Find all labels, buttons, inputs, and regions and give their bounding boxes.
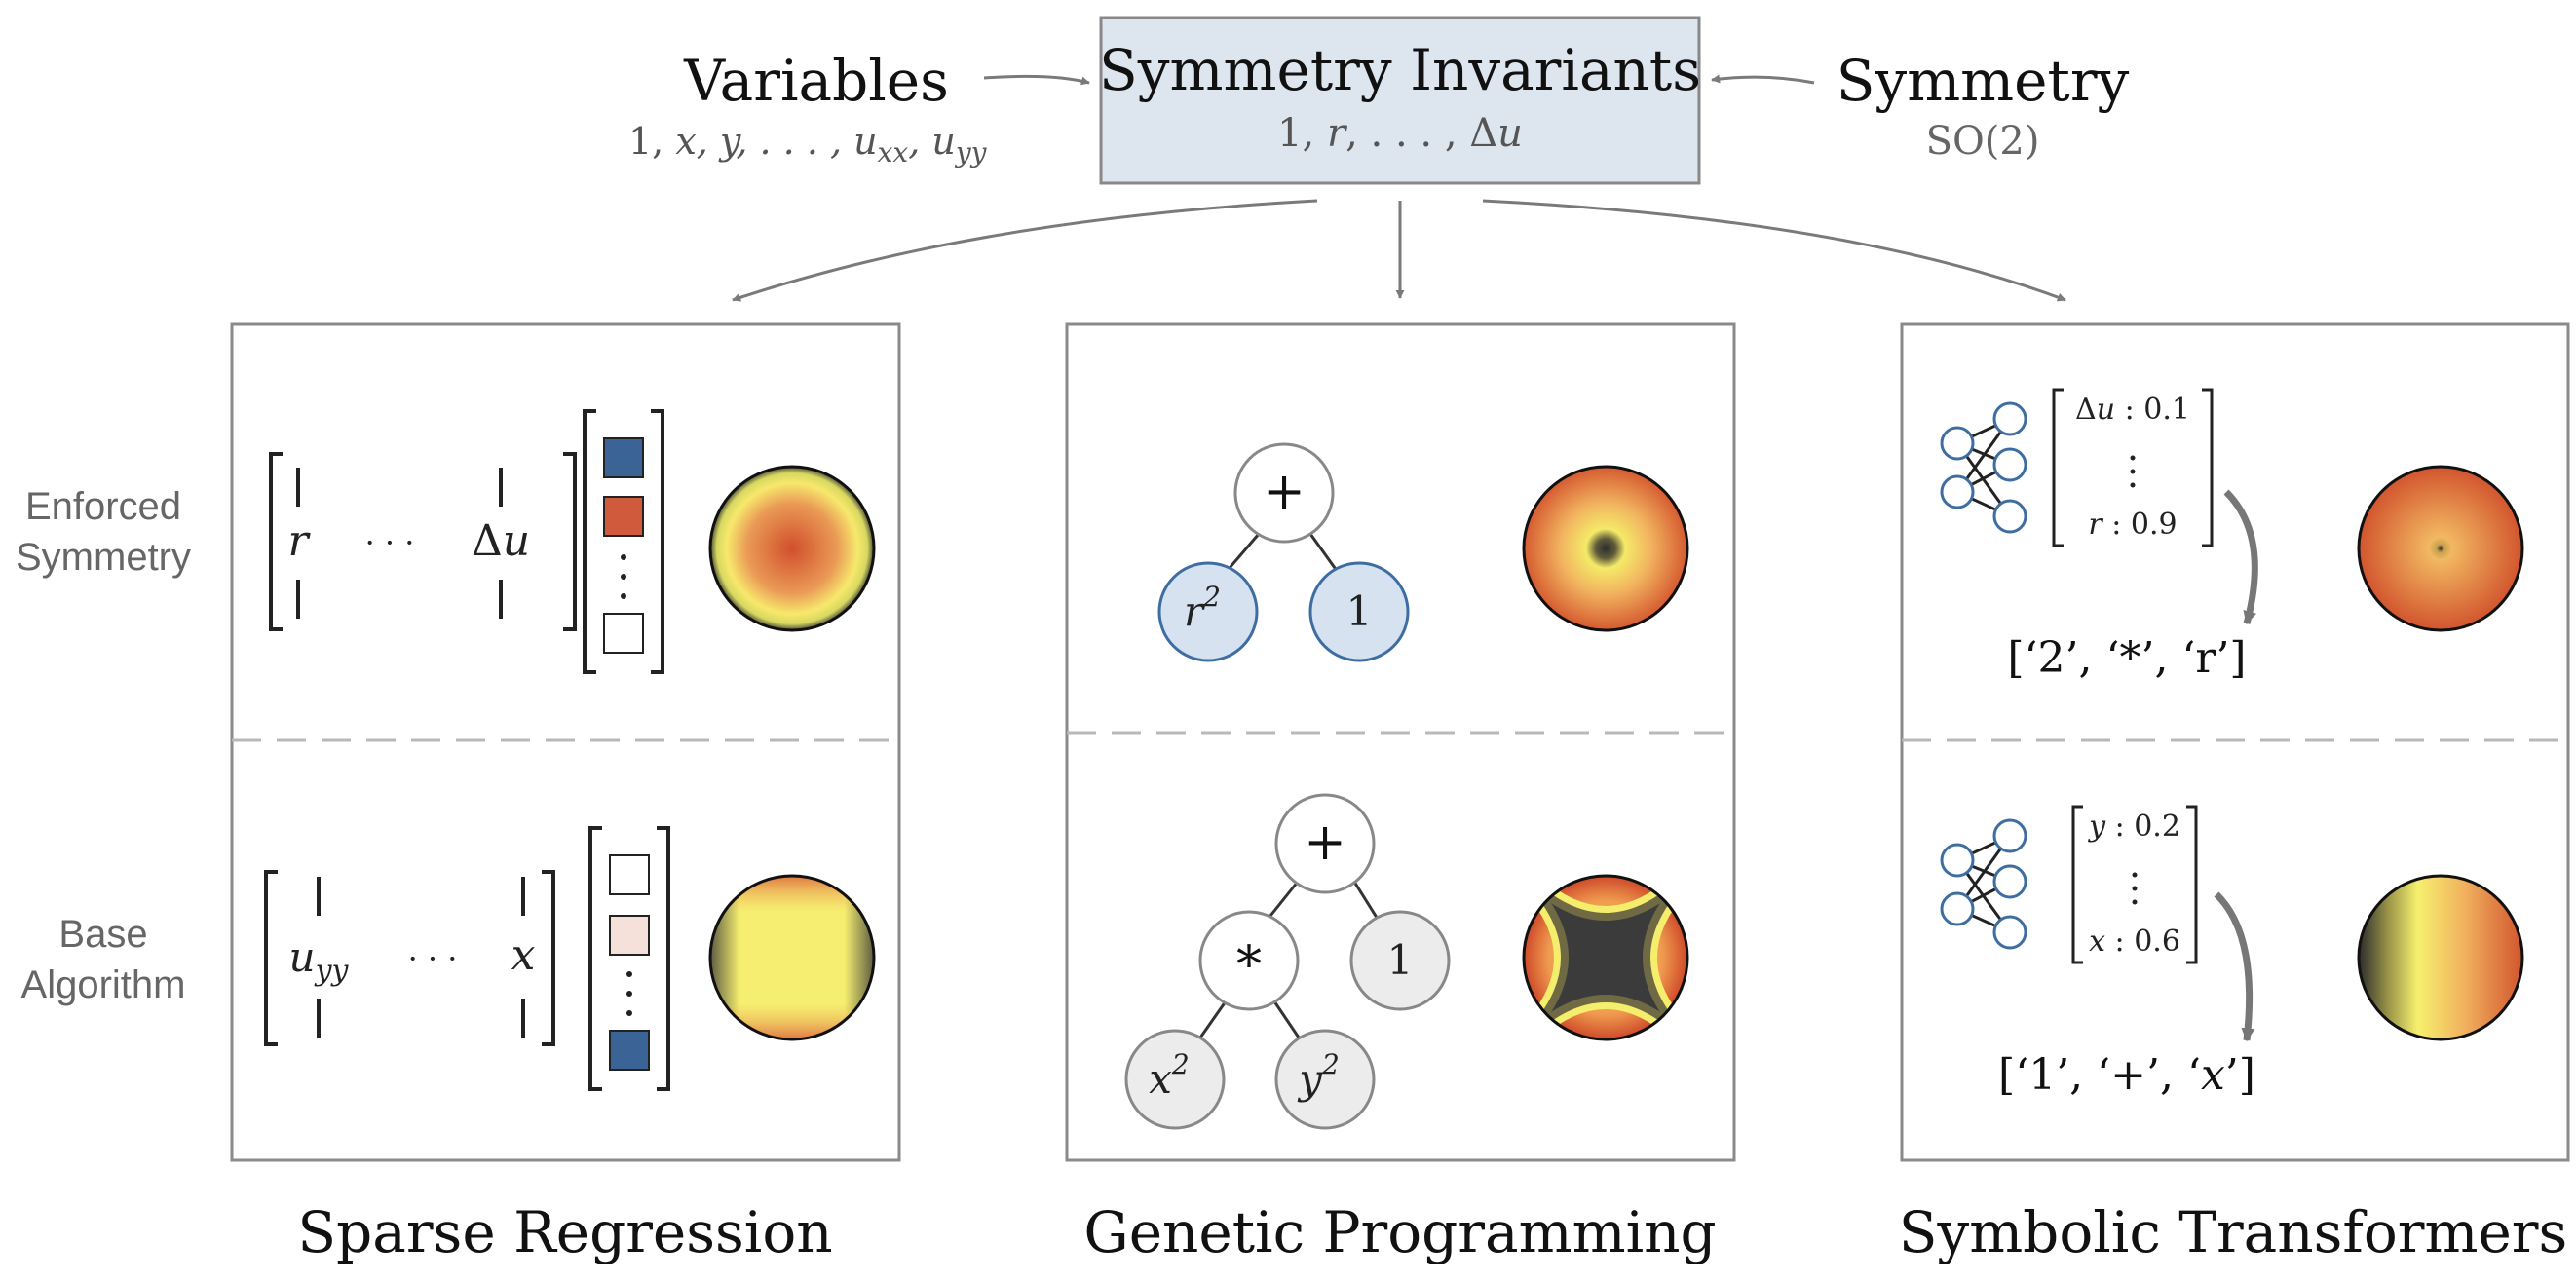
- vector-dot: [626, 991, 632, 997]
- field-plot-sparse-top: [708, 465, 876, 632]
- coefficient-cell: [609, 915, 650, 956]
- coefficient-vector-top: [583, 409, 664, 674]
- row-label-base-line1: Base: [58, 913, 147, 956]
- token-probabilities-bottom: y : 0.2 x : 0.6: [2071, 805, 2198, 964]
- symmetry-label: Symmetry SO(2): [1837, 48, 2130, 164]
- tree-node-one: [1349, 910, 1451, 1011]
- matrix-column-x: x: [511, 930, 536, 980]
- matrix-left-bracket: [269, 452, 283, 631]
- vector-right-bracket: [657, 826, 670, 1091]
- field-plot-transformer-bottom: [2357, 874, 2524, 1041]
- matrix-column-dots: · · ·: [365, 524, 415, 561]
- tree-node-label: x2: [1149, 1048, 1190, 1103]
- tree-node-r-squared: [1157, 561, 1259, 662]
- token-sequence-output: [‘1’, ‘+’, ‘x’]: [1998, 1050, 2255, 1100]
- panel-symbolic-transformers: Δu : 0.1 r : 0.9 [‘2’, ‘*’, ‘r’] y : 0.2…: [1900, 322, 2570, 1162]
- matrix-column-r: r: [287, 516, 311, 566]
- expression-tree-top: + r2 1: [1157, 442, 1410, 662]
- tree-node-label: *: [1236, 936, 1262, 995]
- field-plot-genetic-top: [1522, 465, 1689, 632]
- variables-title: Variables: [683, 48, 949, 114]
- tree-edge: [1272, 1000, 1303, 1041]
- vector-dot: [621, 554, 626, 560]
- row-label-enforced-symmetry: Enforced Symmetry: [16, 485, 191, 579]
- row-label-enforced-line2: Symmetry: [16, 536, 191, 579]
- feature-matrix-bottom: [264, 870, 555, 1046]
- title-sparse-regression: Sparse Regression: [297, 1199, 832, 1265]
- panel-sparse-regression: r · · · Δu uyy · · · x: [230, 322, 901, 1162]
- coefficient-cell: [609, 854, 650, 895]
- probability-entry: y : 0.2: [2087, 810, 2180, 844]
- vector-dot: [621, 574, 626, 580]
- tree-node-x-squared: [1124, 1029, 1226, 1130]
- tree-node-label: +: [1304, 813, 1346, 872]
- panel-genetic-programming: + r2 1 + * 1 x2 y2: [1065, 322, 1736, 1162]
- variables-label: Variables 1, x, y, . . . , uxx, uyy: [628, 48, 988, 169]
- expression-tree-bottom: + * 1 x2 y2: [1124, 793, 1451, 1130]
- matrix-left-bracket: [264, 870, 278, 1046]
- tree-node-label: 1: [1346, 587, 1373, 635]
- probability-entry: Δu : 0.1: [2075, 393, 2190, 427]
- variables-subtitle: 1, x, y, . . . , uxx, uyy: [628, 120, 988, 169]
- vector-left-bracket: [583, 409, 596, 674]
- arrow-symmetry-to-invariants: [1711, 74, 1815, 85]
- probability-entry: r : 0.9: [2088, 508, 2177, 542]
- arrow-to-symbolic-transformers: [1482, 199, 2066, 302]
- matrix-column-dots: · · ·: [408, 940, 458, 977]
- tree-edge: [1352, 881, 1381, 922]
- coefficient-vector-bottom: [588, 826, 670, 1091]
- arrow-to-sparse-regression: [732, 199, 1318, 302]
- row-label-enforced-line1: Enforced: [25, 485, 181, 528]
- coefficient-cell: [603, 437, 644, 478]
- invariants-title: Symmetry Invariants: [1099, 37, 1701, 103]
- tree-node-label: 1: [1387, 936, 1414, 984]
- feature-matrix-top: [269, 452, 577, 631]
- neural-network-icon: [1940, 401, 2027, 534]
- field-plot-genetic-bottom: [1522, 874, 1689, 1041]
- arrow-variables-to-invariants: [983, 74, 1090, 86]
- probability-entry: x : 0.6: [2089, 925, 2180, 959]
- tree-node-plus: [1233, 442, 1335, 544]
- tree-node-label: +: [1263, 463, 1306, 521]
- neural-network-icon: [1940, 818, 2027, 950]
- symmetry-subtitle: SO(2): [1926, 119, 2040, 164]
- coefficient-cell: [603, 496, 644, 537]
- vector-dot: [626, 1010, 632, 1016]
- vector-dot: [621, 593, 626, 599]
- title-genetic-programming: Genetic Programming: [1083, 1199, 1716, 1265]
- coefficient-cell: [603, 613, 644, 654]
- matrix-column-laplacian: Δu: [472, 516, 530, 566]
- tree-node-times: [1198, 910, 1300, 1011]
- decode-arrow: [2223, 489, 2258, 625]
- tree-node-y-squared: [1274, 1029, 1376, 1130]
- symmetry-invariants-box: [1099, 16, 1701, 185]
- matrix-right-bracket: [542, 870, 555, 1046]
- vector-left-bracket: [588, 826, 602, 1091]
- symmetry-title: Symmetry: [1837, 48, 2130, 114]
- tree-edge: [1265, 881, 1300, 922]
- tree-edge: [1196, 1000, 1228, 1041]
- tree-node-plus: [1274, 793, 1376, 894]
- tree-node-label: y2: [1297, 1048, 1340, 1103]
- invariants-subtitle: 1, r, . . . , Δu: [1277, 111, 1523, 156]
- field-plot-transformer-top: [2357, 465, 2524, 632]
- decode-arrow: [2214, 891, 2255, 1042]
- matrix-right-bracket: [563, 452, 577, 631]
- vector-dot: [626, 971, 632, 977]
- title-symbolic-transformers: Symbolic Transformers: [1899, 1199, 2568, 1265]
- field-plot-sparse-bottom: [708, 874, 876, 1041]
- coefficient-cell: [609, 1030, 650, 1071]
- token-sequence-output: [‘2’, ‘*’, ‘r’]: [2007, 633, 2246, 683]
- row-label-base-algorithm: Base Algorithm: [21, 913, 186, 1006]
- tree-node-label: r2: [1184, 581, 1221, 635]
- tree-node-one: [1308, 561, 1410, 662]
- token-probabilities-top: Δu : 0.1 r : 0.9: [2052, 388, 2214, 547]
- row-label-base-line2: Algorithm: [21, 963, 186, 1006]
- matrix-column-uyy: uyy: [289, 933, 350, 988]
- vector-right-bracket: [651, 409, 664, 674]
